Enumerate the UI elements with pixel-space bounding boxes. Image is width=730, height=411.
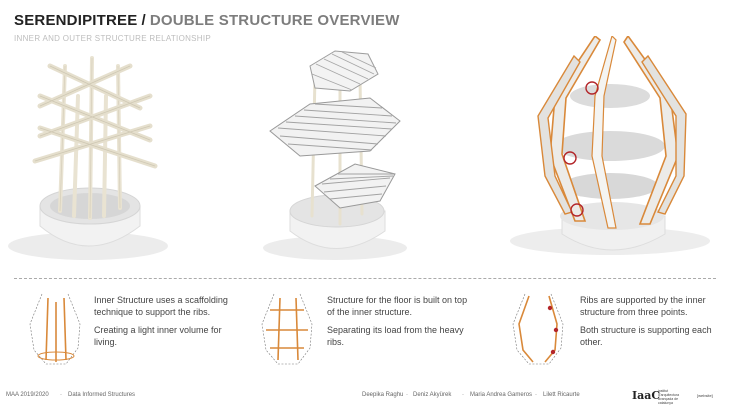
title-separator: / <box>141 12 146 29</box>
caption-inner-structure: Inner Structure uses a scaffolding techn… <box>94 295 244 355</box>
iaac-logo: IaaC <box>632 389 661 402</box>
caption-text: Ribs are supported by the inner structur… <box>580 295 706 317</box>
footer-bullet: · <box>60 392 62 398</box>
caption-floor-structure: Structure for the floor is built on top … <box>327 295 477 355</box>
caption-text: Both structure is supporting each other. <box>580 325 712 347</box>
footer-author: Lilett Ricaurte <box>543 392 580 398</box>
footer-bullet: · <box>535 392 537 398</box>
project-name: SERENDIPITREE <box>14 12 138 29</box>
floor-structure-thumbnail <box>261 293 313 365</box>
footer-website: [website] <box>697 393 713 398</box>
footer-bullet: · <box>462 392 464 398</box>
title-section: DOUBLE STRUCTURE OVERVIEW <box>149 12 400 29</box>
section-divider <box>14 278 716 279</box>
caption-ribs-structure: Ribs are supported by the inner structur… <box>580 295 730 355</box>
footer-author: Deepika Raghu <box>362 392 404 398</box>
page-title: SERENDIPITREE/DOUBLE STRUCTURE OVERVIEW <box>14 12 400 29</box>
floor-structure-render <box>263 50 407 260</box>
inner-structure-thumbnail <box>29 293 81 365</box>
iaac-logo-text: institut d'arquitectura avançada de cata… <box>658 389 680 405</box>
caption-text: Creating a light inner volume for living… <box>94 325 222 347</box>
inner-structure-render <box>8 56 168 260</box>
footer-author: Deniz Akyürek <box>413 392 452 398</box>
footer-author: Maria Andrea Gameros <box>470 392 533 398</box>
page-subtitle: INNER AND OUTER STRUCTURE RELATIONSHIP <box>14 34 212 43</box>
caption-text: Inner Structure uses a scaffolding techn… <box>94 295 228 317</box>
ribs-structure-thumbnail <box>512 293 564 365</box>
ribs-structure-render <box>510 36 710 255</box>
footer-bullet: · <box>406 392 408 398</box>
footer-course: Data Informed Structures <box>68 392 136 398</box>
caption-text: Structure for the floor is built on top … <box>327 295 468 317</box>
caption-text: Separating its load from the heavy ribs. <box>327 325 464 347</box>
footer-program: MAA 2019/2020 <box>6 392 49 398</box>
